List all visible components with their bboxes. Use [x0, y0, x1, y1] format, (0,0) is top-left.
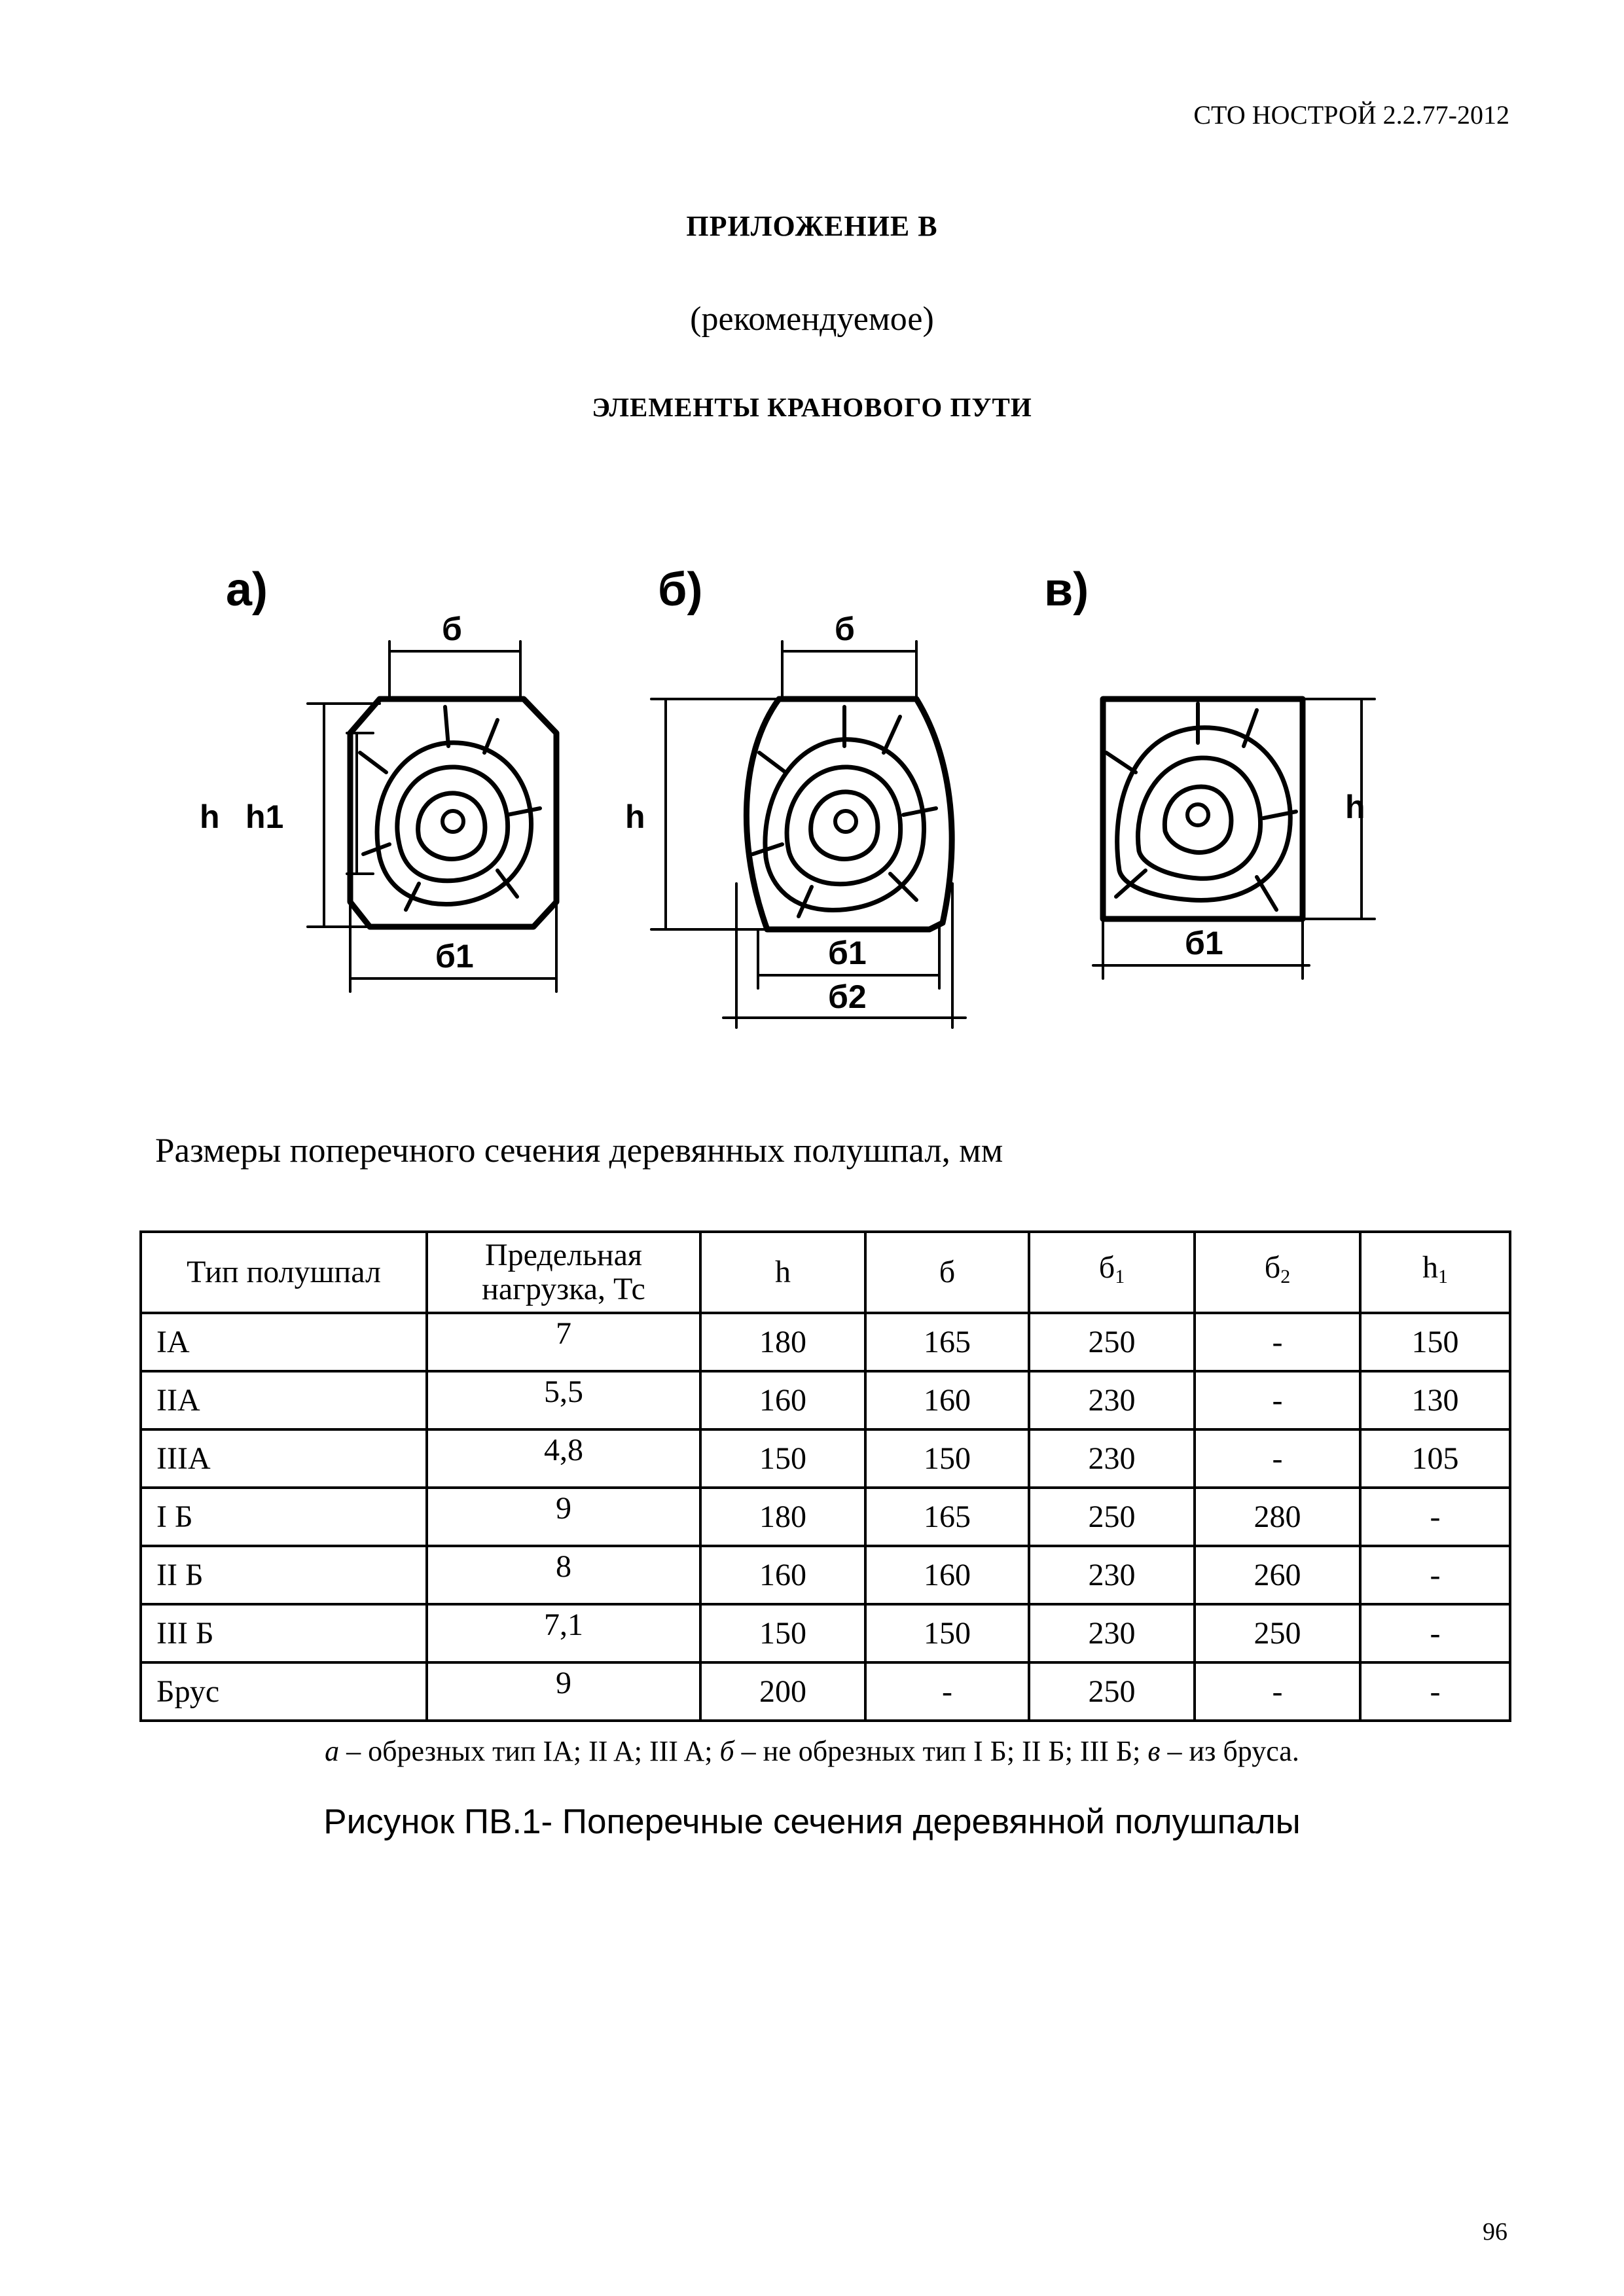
- dim-b-b: б: [835, 611, 855, 647]
- figure-note: а – обрезных тип IA; II A; III A; б – не…: [325, 1735, 1299, 1767]
- table-cell: 160: [699, 1370, 867, 1431]
- table-cell: 230: [1028, 1545, 1196, 1605]
- table-cell: -: [1359, 1486, 1511, 1547]
- table-cell: 130: [1359, 1370, 1511, 1431]
- table-cell: 250: [1028, 1312, 1196, 1372]
- table-cell: -: [1359, 1545, 1511, 1605]
- dim-b-b2: б2: [828, 978, 867, 1015]
- table-cell: 8: [425, 1545, 702, 1605]
- table-cell: -: [1359, 1603, 1511, 1664]
- table-caption: Размеры поперечного сечения деревянных п…: [155, 1132, 1003, 1170]
- table-cell: 280: [1193, 1486, 1362, 1547]
- table-cell: 180: [699, 1486, 867, 1547]
- table-cell: II Б: [139, 1545, 428, 1605]
- table-cell: 150: [699, 1428, 867, 1489]
- panel-c-drawing: [1092, 696, 1376, 980]
- table-cell: 160: [864, 1370, 1030, 1431]
- table-cell: 160: [699, 1545, 867, 1605]
- dim-a-h1: h1: [245, 798, 283, 835]
- table-cell: 230: [1028, 1603, 1196, 1664]
- dim-c-b1: б1: [1185, 925, 1223, 961]
- table-cell: 250: [1193, 1603, 1362, 1664]
- dim-a-h: h: [200, 798, 220, 835]
- section-title: ЭЛЕМЕНТЫ КРАНОВОГО ПУТИ: [592, 392, 1032, 422]
- header-b2: б2: [1193, 1230, 1362, 1314]
- table-cell: 230: [1028, 1428, 1196, 1489]
- header-h: h: [699, 1230, 867, 1314]
- table-cell: 150: [699, 1603, 867, 1664]
- table-cell: 9: [425, 1486, 702, 1547]
- document-header: СТО НОСТРОЙ 2.2.77-2012: [1193, 100, 1509, 130]
- table-cell: I Б: [139, 1486, 428, 1547]
- table-cell: 7: [425, 1312, 702, 1372]
- dim-a-b1: б1: [435, 938, 474, 975]
- table-cell: 260: [1193, 1545, 1362, 1605]
- table-cell: 160: [864, 1545, 1030, 1605]
- table-cell: -: [864, 1661, 1030, 1722]
- dim-c-h: h: [1345, 789, 1365, 825]
- table-cell: III Б: [139, 1603, 428, 1664]
- panel-c-label: в): [1044, 564, 1089, 616]
- panel-b-drawing: [650, 640, 967, 1029]
- cross-section-figure: а) б) в) б h h1 б1 б h б1 б2 h б1: [200, 564, 1376, 1029]
- dim-b-b1: б1: [828, 935, 867, 971]
- table-cell: 105: [1359, 1428, 1511, 1489]
- table-cell: 5,5: [425, 1370, 702, 1431]
- table-cell: 165: [864, 1312, 1030, 1372]
- table-cell: 7,1: [425, 1603, 702, 1664]
- table-cell: IА: [139, 1312, 428, 1372]
- dim-a-b: б: [442, 611, 462, 647]
- table-cell: 4,8: [425, 1428, 702, 1489]
- figure-caption: Рисунок ПВ.1- Поперечные сечения деревян…: [323, 1803, 1301, 1841]
- header-type: Тип полушпал: [139, 1230, 428, 1314]
- table-cell: -: [1193, 1370, 1362, 1431]
- appendix-status: (рекомендуемое): [690, 300, 934, 338]
- table-cell: 9: [425, 1661, 702, 1722]
- table-cell: 200: [699, 1661, 867, 1722]
- table-cell: -: [1193, 1312, 1362, 1372]
- table-cell: 165: [864, 1486, 1030, 1547]
- panel-a-label: а): [226, 564, 268, 616]
- table-cell: IIА: [139, 1370, 428, 1431]
- table-cell: -: [1193, 1661, 1362, 1722]
- header-b: б: [864, 1230, 1030, 1314]
- table-cell: Брус: [139, 1661, 428, 1722]
- page-number: 96: [1483, 2218, 1507, 2246]
- table-cell: -: [1193, 1428, 1362, 1489]
- header-h1: h1: [1359, 1230, 1511, 1314]
- appendix-title: ПРИЛОЖЕНИЕ В: [686, 210, 938, 242]
- table-cell: -: [1359, 1661, 1511, 1722]
- table-cell: 150: [864, 1428, 1030, 1489]
- panel-b-label: б): [658, 564, 702, 616]
- table-cell: 250: [1028, 1486, 1196, 1547]
- panel-a-drawing: [306, 640, 560, 993]
- table-cell: IIIА: [139, 1428, 428, 1489]
- table-cell: 150: [1359, 1312, 1511, 1372]
- header-b1: б1: [1028, 1230, 1196, 1314]
- table-cell: 250: [1028, 1661, 1196, 1722]
- table-cell: 230: [1028, 1370, 1196, 1431]
- table-cell: 180: [699, 1312, 867, 1372]
- dim-b-h: h: [625, 798, 645, 835]
- table-cell: 150: [864, 1603, 1030, 1664]
